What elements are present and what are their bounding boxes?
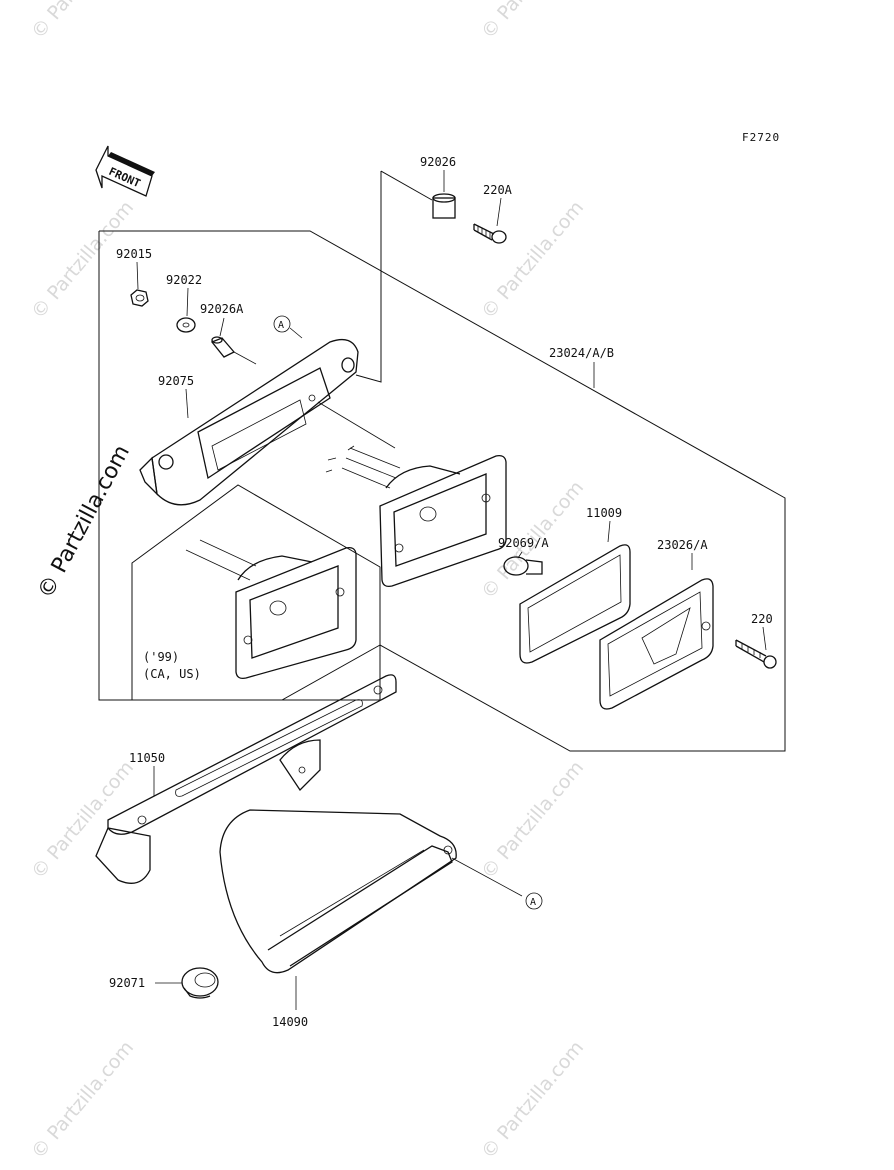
- callout-92026a: 92026A: [200, 302, 244, 316]
- watermark: © Partzilla.com: [477, 757, 588, 883]
- callout-11009: 11009: [586, 506, 622, 520]
- ref-marker-a: A: [278, 320, 284, 331]
- callout-92022: 92022: [166, 273, 202, 287]
- variant-note-year: ('99): [143, 650, 179, 664]
- screw-220a: [473, 223, 507, 244]
- screw-220: [735, 639, 777, 669]
- nut-92015: [130, 289, 149, 307]
- callout-92075: 92075: [158, 374, 194, 388]
- callout-92015: 92015: [116, 247, 152, 261]
- callout-220: 220: [751, 612, 773, 626]
- ref-marker-a: A: [530, 897, 536, 908]
- sleeve-92026: [432, 193, 456, 219]
- callout-92026: 92026: [420, 155, 456, 169]
- watermark: © Partzilla.com: [27, 0, 138, 43]
- lamp-housing-92075: [139, 338, 359, 506]
- sleeve-92026a: [210, 336, 236, 358]
- lamp-cover-14090: [219, 809, 457, 974]
- bracket-11050: [95, 674, 397, 884]
- callout-11050: 11050: [129, 751, 165, 765]
- lens-23026: [599, 578, 714, 710]
- watermark: © Partzilla.com: [27, 1037, 138, 1163]
- watermark: © Partzilla.com: [477, 197, 588, 323]
- callout-23026: 23026/A: [657, 538, 708, 552]
- front-arrow-icon: FRONT: [95, 145, 155, 197]
- callout-92069: 92069/A: [498, 536, 549, 550]
- lamp-unit-23024: [325, 445, 507, 588]
- variant-note-region: (CA, US): [143, 667, 201, 681]
- watermark: © Partzilla.com: [477, 1037, 588, 1163]
- callout-23024: 23024/A/B: [549, 346, 614, 360]
- gasket-11009: [519, 544, 631, 664]
- bulb-92069: [503, 556, 543, 576]
- callout-92071: 92071: [109, 976, 145, 990]
- callout-220a: 220A: [483, 183, 513, 197]
- grommet-92071: [181, 967, 219, 999]
- assembly-frame: [98, 170, 786, 752]
- callout-14090: 14090: [272, 1015, 308, 1029]
- washer-92022: [176, 317, 196, 333]
- watermark: © Partzilla.com: [27, 757, 138, 883]
- figure-code: F2720: [742, 131, 780, 144]
- watermark-main: © Partzilla.com: [33, 441, 135, 603]
- lamp-unit-variant: [185, 539, 357, 680]
- watermark: © Partzilla.com: [477, 0, 588, 43]
